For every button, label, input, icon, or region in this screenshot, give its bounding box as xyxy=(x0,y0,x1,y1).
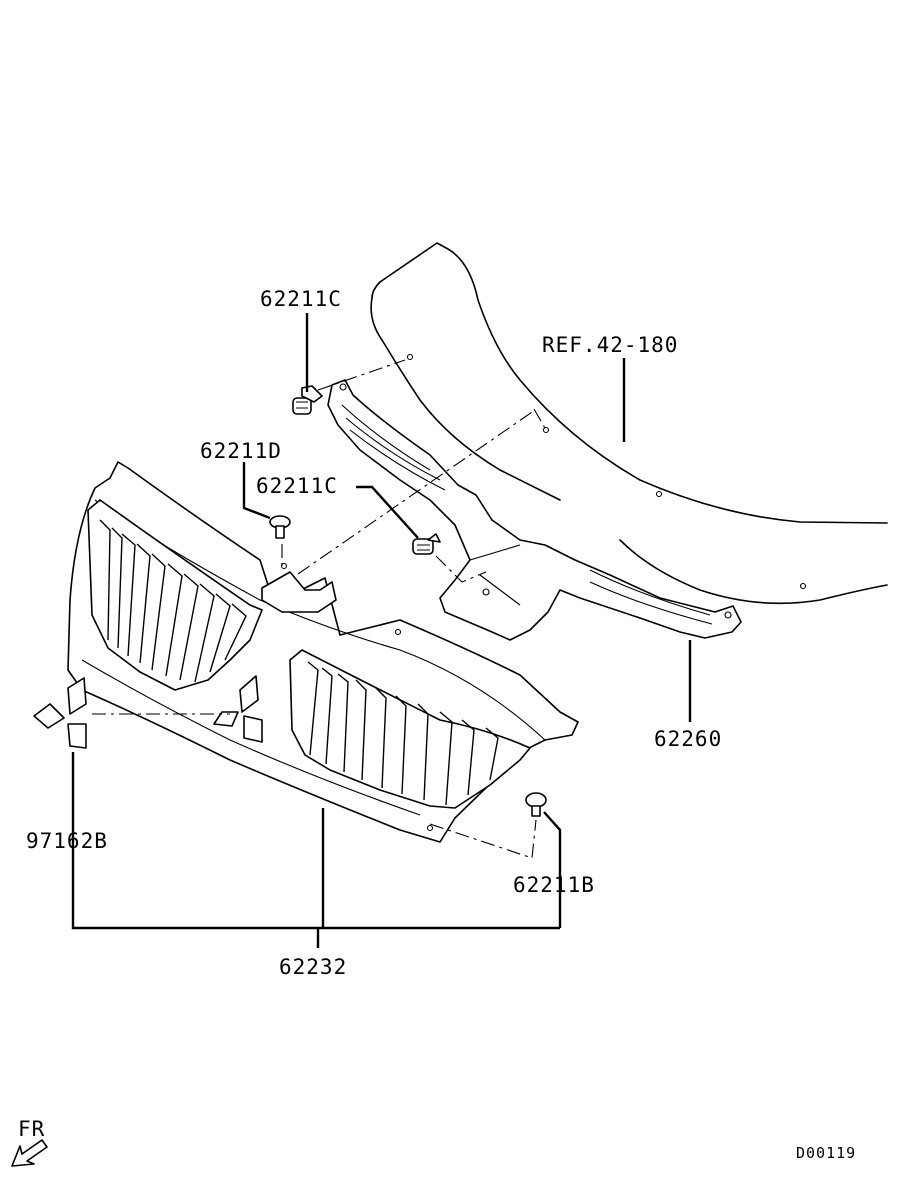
clip-62211c-middle xyxy=(412,533,441,555)
right-grille-slats xyxy=(307,661,499,806)
grille-emblem xyxy=(213,675,263,743)
label-62232: 62232 xyxy=(279,955,347,979)
label-62211d: 62211D xyxy=(200,439,282,463)
emblem-97162b xyxy=(33,677,87,749)
hood-outline xyxy=(370,242,888,605)
clip-62211d xyxy=(269,515,291,539)
alignment-lines xyxy=(92,359,547,859)
front-direction-arrow-icon: FR xyxy=(11,1117,48,1167)
diagram-code: D00119 xyxy=(796,1144,856,1162)
radiator-grille xyxy=(67,461,579,843)
label-62211b: 62211B xyxy=(513,873,595,897)
left-grille-slats xyxy=(99,519,247,683)
clip-62211b xyxy=(525,792,547,817)
label-97162b: 97162B xyxy=(26,829,108,853)
leader-lines xyxy=(71,313,692,948)
label-62211c-top: 62211C xyxy=(260,287,342,311)
direction-label: FR xyxy=(18,1117,45,1141)
label-ref-hood: REF.42-180 xyxy=(542,333,678,357)
grille-bracket xyxy=(327,379,742,641)
label-62211c-middle: 62211C xyxy=(256,474,338,498)
label-62260: 62260 xyxy=(654,727,722,751)
